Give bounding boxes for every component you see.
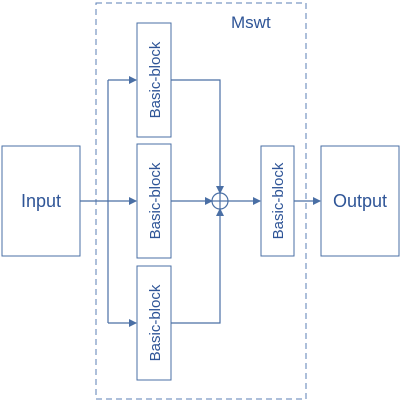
output-label: Output: [333, 191, 387, 211]
output-box: [320, 145, 400, 257]
basic-block-3-label: Basic-block: [147, 284, 164, 361]
basic-block-2: Basic-block: [136, 143, 172, 259]
sum-node: [211, 192, 229, 210]
input-box: [1, 145, 81, 257]
connectors: [80, 76, 321, 327]
basic-block-3-box: [136, 265, 172, 381]
basic-block-2-box: [136, 143, 172, 259]
block-1-to-sum: [171, 79, 224, 194]
block-3-to-sum: [171, 208, 224, 324]
basic-block-3: Basic-block: [136, 265, 172, 381]
basic-block-4-box: [260, 145, 295, 257]
basic-block-4: Basic-block: [260, 145, 295, 257]
basic-block-1-label: Basic-block: [147, 41, 164, 118]
basic-block-4-label: Basic-block: [270, 162, 287, 239]
basic-block-1-box: [136, 22, 172, 138]
module-label: Mswt: [231, 13, 271, 32]
basic-block-2-label: Basic-block: [147, 162, 164, 239]
basic-block-1: Basic-block: [136, 22, 172, 138]
input-label: Input: [21, 191, 61, 211]
